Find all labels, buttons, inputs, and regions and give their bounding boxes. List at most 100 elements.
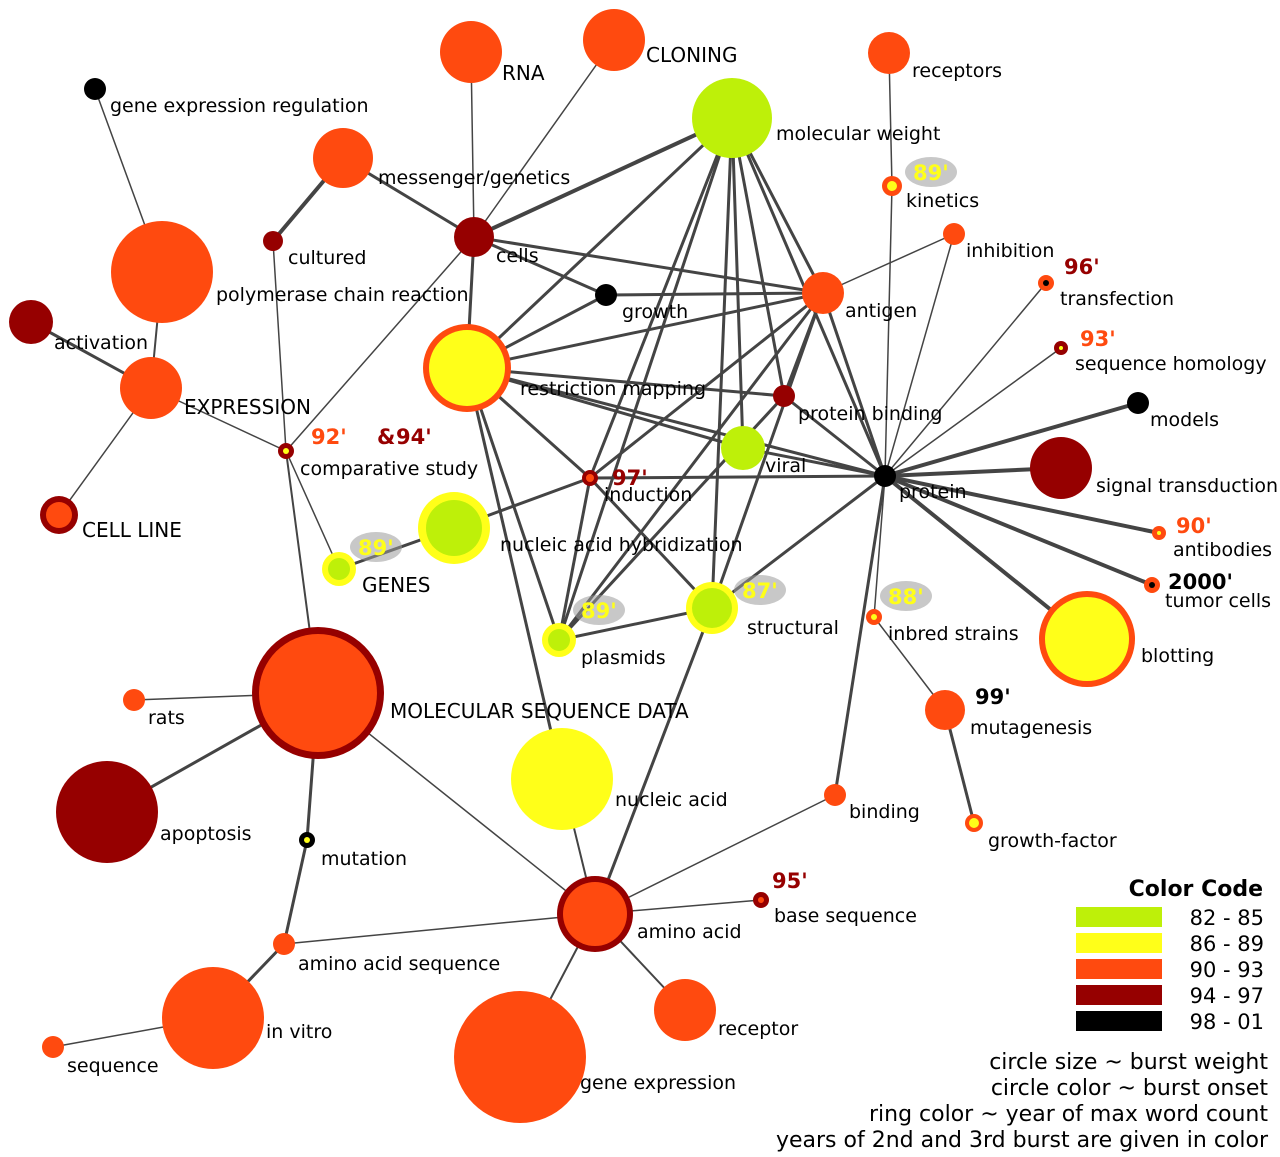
node-inbred-strains	[871, 614, 877, 620]
node-sequence-homology	[1059, 346, 1063, 350]
node-label-rna: RNA	[502, 61, 545, 85]
edge-amino-acid-binding	[594, 794, 836, 915]
edge-restriction-mapping-plasmids	[465, 366, 561, 642]
edge-amino-acid-structural	[593, 606, 714, 916]
node-structural	[692, 588, 732, 628]
node-label-blotting: blotting	[1141, 645, 1214, 667]
legend-note: circle size ~ burst weight	[989, 1050, 1268, 1075]
node-label-in-vitro: in vitro	[266, 1021, 332, 1043]
edge-plasmids-structural	[557, 606, 714, 642]
node-label-gene-expression-regulation: gene expression regulation	[110, 95, 369, 117]
edge-growth-antigen	[604, 291, 825, 297]
edge-molecular-weight-induction	[588, 116, 734, 480]
node-label-mutagenesis: mutagenesis	[970, 717, 1092, 739]
burst-year-label: 88'	[888, 585, 924, 609]
node-label-models: models	[1150, 409, 1219, 431]
node-polymerase-chain-reaction	[111, 221, 213, 323]
edge-induction-structural	[588, 476, 714, 610]
node-label-growth: growth	[622, 301, 688, 323]
node-label-inbred-strains: inbred strains	[888, 623, 1019, 645]
node-label-restriction-mapping: restriction mapping	[520, 378, 706, 400]
node-label-amino-acid: amino acid	[637, 921, 742, 943]
node-blotting	[1045, 597, 1129, 681]
node-base-sequence	[758, 897, 764, 903]
edge-restriction-mapping-nucleic-acid	[465, 366, 564, 781]
node-label-protein-binding: protein binding	[798, 403, 942, 425]
node-rats	[123, 689, 145, 711]
legend-range-label: 86 - 89	[1190, 932, 1264, 956]
node-kinetics	[887, 181, 897, 191]
node-label-expression: EXPRESSION	[184, 395, 311, 419]
legend-range-label: 94 - 97	[1190, 984, 1264, 1008]
node-plasmids	[548, 629, 570, 651]
legend-title: Color Code	[1129, 877, 1263, 902]
edge-molecular-weight-cells	[472, 116, 734, 239]
edge-amino-acid-sequence-amino-acid	[283, 913, 596, 945]
node-signal-transduction	[1030, 437, 1092, 499]
node-expression	[120, 357, 182, 419]
node-gene-expression	[454, 991, 586, 1123]
node-sequence	[42, 1036, 64, 1058]
burst-year-label: 97'	[612, 466, 648, 490]
edge-protein-inbred-strains	[873, 475, 886, 618]
burst-year-label: 99'	[975, 685, 1011, 709]
edge-antigen-plasmids	[557, 291, 825, 642]
node-comparative-study	[283, 448, 289, 454]
node-label-apoptosis: apoptosis	[160, 823, 252, 845]
node-protein-binding	[773, 385, 795, 407]
year-halo	[573, 595, 625, 625]
node-binding	[824, 784, 846, 806]
burst-year-label: 93'	[1080, 327, 1116, 351]
edge-cells-growth	[472, 235, 608, 297]
edge-cells-antigen	[472, 235, 825, 295]
edge-molecular-weight-protein-binding	[730, 116, 786, 398]
node-label-receptors: receptors	[912, 60, 1002, 82]
node-label-genes: GENES	[362, 573, 430, 597]
edge-kinetics-receptors	[888, 52, 893, 187]
node-antibodies	[1157, 531, 1161, 535]
year-labels-layer: 89'96'93'92'&94'97'89'90'2000'87'88'89'9…	[311, 157, 1233, 893]
node-molecular-sequence-data	[259, 634, 377, 752]
burst-year-label: 2000'	[1168, 570, 1233, 594]
legend-swatch	[1076, 959, 1162, 979]
node-rna	[440, 21, 502, 83]
legend-note: circle color ~ burst onset	[991, 1076, 1269, 1101]
node-receptors	[868, 32, 910, 74]
edge-protein-kinetics	[884, 185, 893, 477]
burst-year-label: 96'	[1064, 255, 1100, 279]
edge-mutation-amino-acid-sequence	[282, 838, 309, 946]
node-amino-acid	[563, 882, 627, 946]
node-label-viral: viral	[765, 455, 806, 477]
legend-swatch	[1076, 985, 1162, 1005]
node-label-cultured: cultured	[288, 247, 366, 269]
node-growth	[595, 284, 617, 306]
node-mutagenesis	[925, 690, 965, 730]
node-in-vitro	[162, 967, 264, 1069]
node-label-messenger-genetics: messenger/genetics	[378, 167, 570, 189]
node-label-comparative-study: comparative study	[300, 458, 478, 480]
legend-swatch	[1076, 1011, 1162, 1031]
node-label-binding: binding	[849, 801, 920, 823]
year-halo	[350, 532, 402, 562]
node-genes	[328, 558, 350, 580]
edge-protein-binding-protein	[782, 394, 887, 478]
node-induction	[586, 474, 594, 482]
node-inhibition	[943, 223, 965, 245]
node-cultured	[263, 231, 283, 251]
node-label-receptor: receptor	[718, 1018, 798, 1040]
legend-swatch	[1076, 933, 1162, 953]
node-messenger-genetics	[313, 128, 373, 188]
nodes-layer	[9, 9, 1166, 1123]
edge-molecular-weight-restriction-mapping	[465, 116, 734, 370]
legend-range-label: 98 - 01	[1190, 1010, 1264, 1034]
node-label-nucleic-acid-hybridization: nucleic acid hybridization	[500, 534, 743, 556]
year-halo	[880, 581, 932, 611]
edge-restriction-mapping-protein	[465, 366, 887, 478]
edge-cloning-cells	[473, 39, 615, 238]
node-label-protein: protein	[899, 481, 967, 503]
node-molecular-weight	[692, 78, 772, 158]
legend-swatch	[1076, 907, 1162, 927]
edge-antigen-restriction-mapping	[465, 291, 825, 370]
node-transfection	[1043, 280, 1049, 286]
